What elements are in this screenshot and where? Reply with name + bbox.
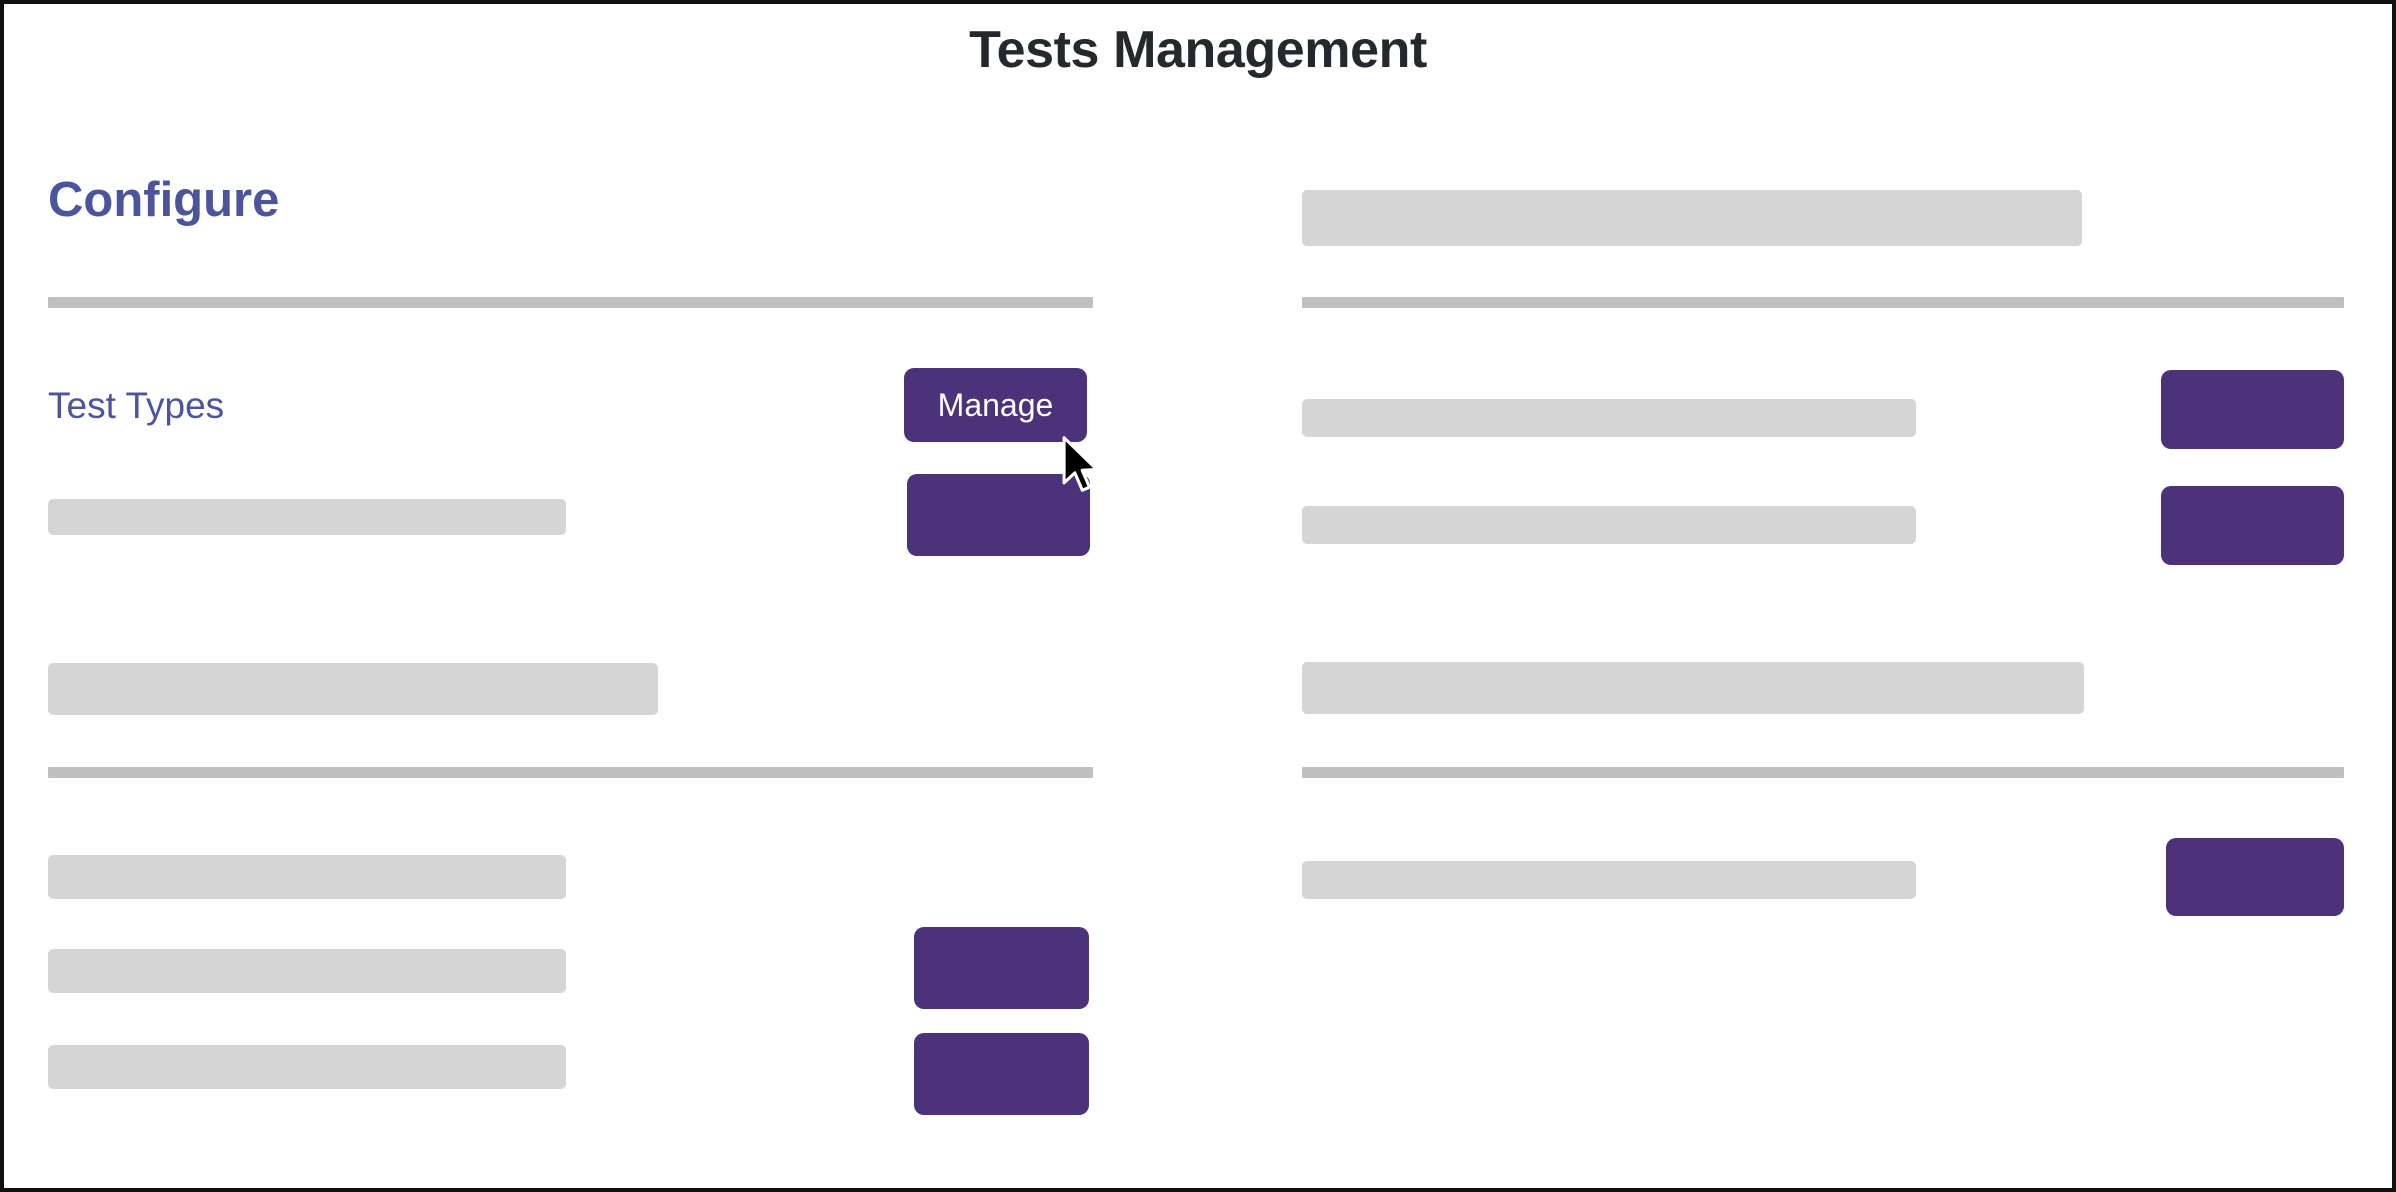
action-button-right-1[interactable] xyxy=(2161,370,2344,449)
action-button-left-2[interactable] xyxy=(914,927,1089,1009)
section-divider-right-top xyxy=(1302,297,2344,308)
action-button-left-1[interactable] xyxy=(907,474,1090,556)
action-button-right-3[interactable] xyxy=(2166,838,2344,916)
skeleton-placeholder xyxy=(48,949,566,993)
manage-button[interactable]: Manage xyxy=(904,368,1087,442)
section-divider-configure xyxy=(48,297,1093,308)
skeleton-placeholder xyxy=(48,1045,566,1089)
skeleton-placeholder xyxy=(1302,662,2084,714)
section-divider-middle xyxy=(48,767,1093,778)
page-title: Tests Management xyxy=(969,21,1427,79)
skeleton-placeholder xyxy=(1302,506,1916,544)
section-divider-right-middle xyxy=(1302,767,2344,778)
skeleton-placeholder xyxy=(1302,861,1916,899)
skeleton-placeholder xyxy=(1302,399,1916,437)
skeleton-placeholder xyxy=(48,499,566,535)
test-types-label: Test Types xyxy=(48,385,225,426)
action-button-left-3[interactable] xyxy=(914,1033,1089,1115)
skeleton-placeholder xyxy=(48,663,658,715)
skeleton-placeholder xyxy=(48,855,566,899)
skeleton-heading-placeholder xyxy=(1302,190,2082,246)
configure-heading: Configure xyxy=(48,173,280,227)
action-button-right-2[interactable] xyxy=(2161,486,2344,565)
